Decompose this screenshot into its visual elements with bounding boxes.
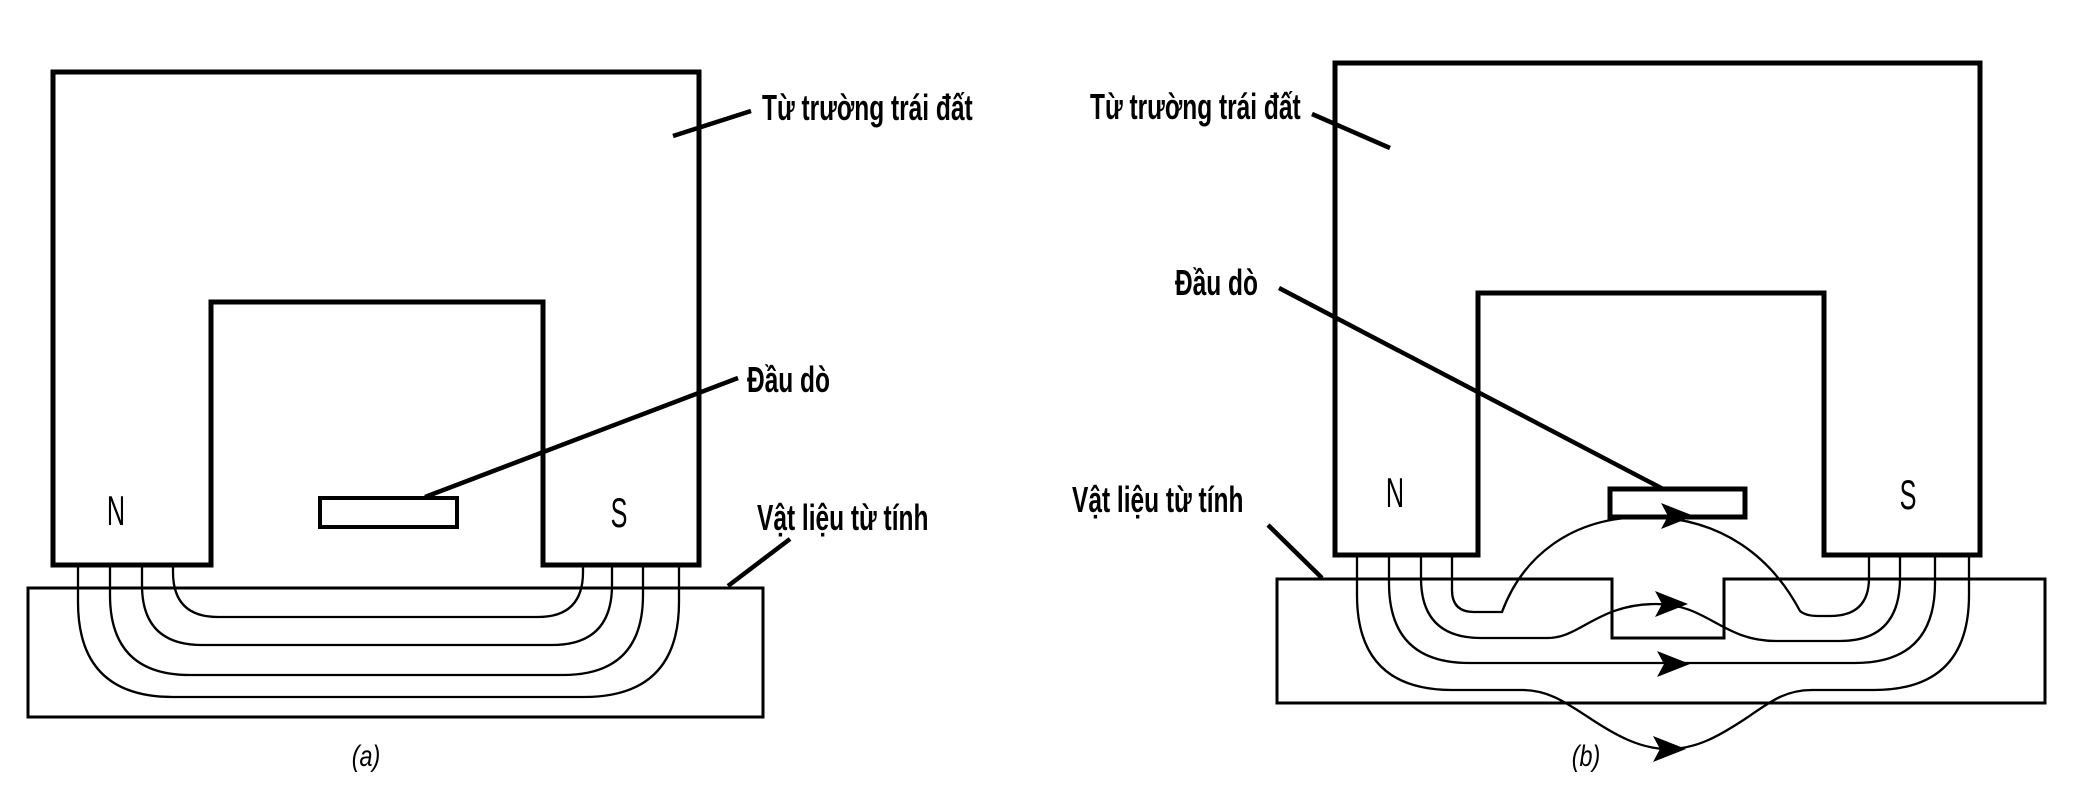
pole-south-a: S: [610, 489, 628, 536]
pole-south-b: S: [1899, 471, 1917, 518]
flux-line-b3-straight: [1387, 556, 1937, 665]
flux-arrow-probe: [1661, 503, 1694, 529]
pole-north-a: N: [106, 487, 126, 534]
flux-lines-b: [1355, 515, 1971, 751]
label-earth-field-b: Từ trường trái đất: [1090, 86, 1301, 127]
flux-lines-a: [76, 566, 681, 699]
label-material-a: Vật liệu từ tính: [757, 497, 929, 538]
label-probe-a: Đầu dò: [747, 359, 830, 400]
flux-line-b1-leak-above: [1450, 515, 1871, 618]
flux-line-b2-defect-bulge: [1419, 556, 1902, 643]
caption-b: (b): [1571, 740, 1601, 773]
leader-lines-b: [1266, 111, 1665, 580]
leader-material-b: [1266, 523, 1324, 580]
leader-probe-b: [1277, 286, 1665, 491]
leader-lines-a: [424, 108, 792, 588]
material-slab-a: [26, 586, 765, 719]
probe-a: [318, 496, 459, 529]
yoke-magnet-a: [50, 69, 702, 568]
leader-earth-field-a: [672, 108, 752, 139]
probe-b: [1607, 486, 1748, 520]
pole-north-b: N: [1385, 469, 1405, 516]
label-earth-field-a: Từ trường trái đất: [762, 87, 973, 128]
flux-arrow-middle: [1657, 651, 1690, 677]
leader-probe-a: [424, 375, 739, 500]
flux-arrows-b: [1653, 503, 1694, 762]
flux-line-a3: [108, 566, 645, 677]
yoke-magnet-b: [1332, 60, 1983, 558]
flux-line-a2: [140, 566, 614, 647]
flux-line-a4: [76, 566, 681, 699]
flux-line-a1: [171, 566, 585, 619]
label-material-b: Vật liệu từ tính: [1072, 479, 1244, 520]
flux-line-b4-leak-below: [1355, 556, 1971, 751]
flux-arrow-defect: [1655, 591, 1688, 617]
material-slab-b: [1275, 577, 2047, 705]
caption-a: (a): [351, 740, 381, 773]
leader-material-a: [726, 537, 792, 588]
label-probe-b: Đầu dò: [1175, 262, 1258, 303]
leader-earth-field-b: [1311, 111, 1391, 151]
flux-arrow-below: [1653, 736, 1686, 762]
